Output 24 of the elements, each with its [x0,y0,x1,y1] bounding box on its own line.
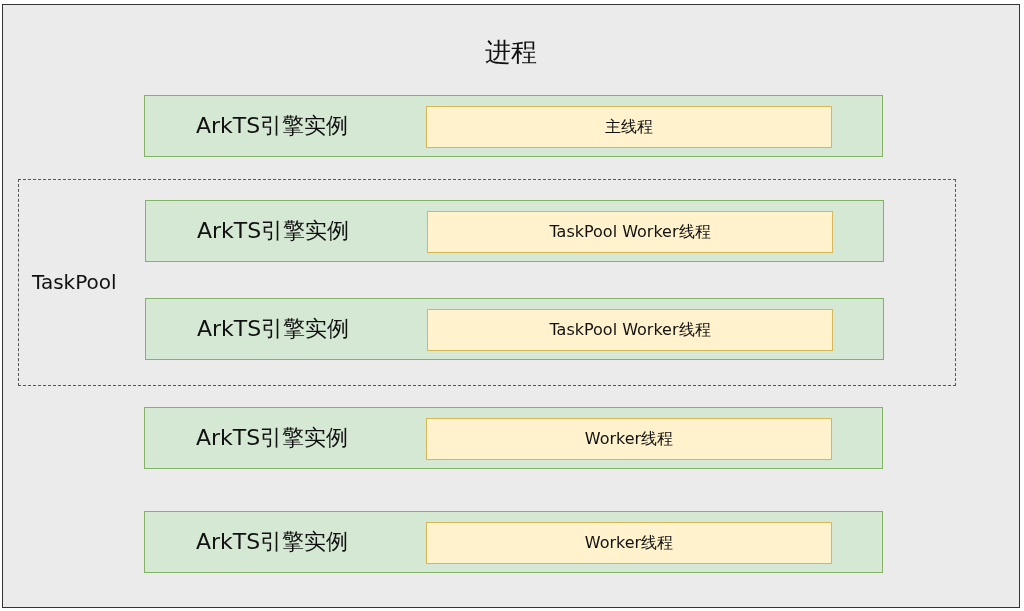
engine-label: ArkTS引擎实例 [197,217,350,245]
thread-box [426,418,832,460]
engine-instance-box [144,407,883,469]
engine-label: ArkTS引擎实例 [196,528,349,556]
engine-instance-box [144,511,883,573]
thread-label: TaskPool Worker线程 [549,319,711,341]
engine-label: ArkTS引擎实例 [196,112,349,140]
engine-instance-box [145,200,884,262]
process-container [2,4,1020,608]
thread-label: TaskPool Worker线程 [549,221,711,243]
engine-label: ArkTS引擎实例 [197,315,350,343]
thread-box [426,522,832,564]
thread-box [426,106,832,148]
thread-box [427,309,833,351]
taskpool-group [18,179,956,386]
engine-instance-box [145,298,884,360]
thread-box [427,211,833,253]
thread-label: Worker线程 [584,532,674,554]
process-title: 进程 [485,36,537,69]
engine-label: ArkTS引擎实例 [196,424,349,452]
taskpool-label: TaskPool [32,270,117,294]
thread-label: 主线程 [605,116,653,138]
thread-label: Worker线程 [584,428,674,450]
engine-instance-box [144,95,883,157]
